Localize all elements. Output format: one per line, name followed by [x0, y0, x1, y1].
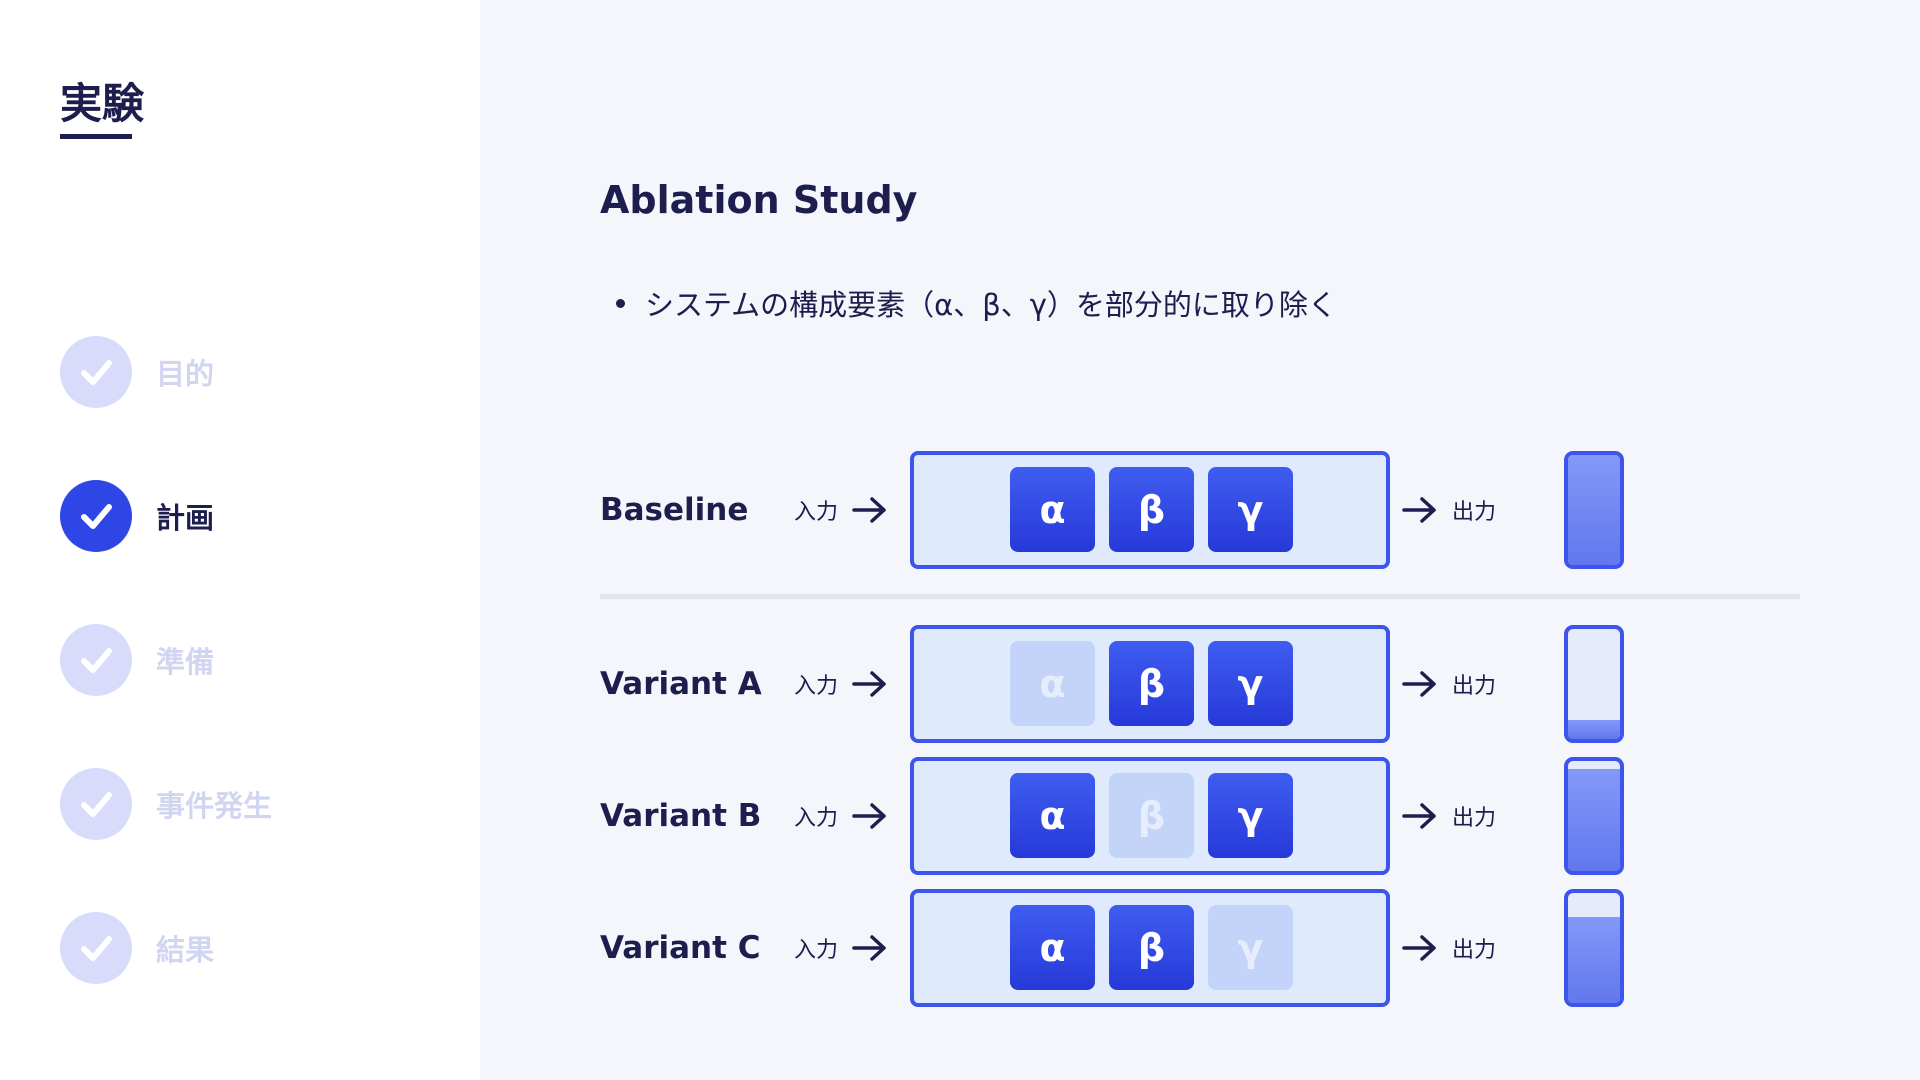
ablation-row-baseline: Baseline 入力 α β γ 出力 [480, 450, 1920, 570]
check-icon [81, 360, 112, 385]
system-box: α β γ [910, 757, 1390, 875]
output-gauge [1564, 889, 1624, 1007]
arrow-right-icon [852, 803, 886, 829]
step-circle [60, 336, 132, 408]
output-group: 出力 [1402, 624, 1496, 744]
row-label: Variant C [600, 930, 761, 966]
output-group: 出力 [1402, 450, 1496, 570]
output-label: 出力 [1452, 674, 1497, 699]
sidebar-title-underline [60, 134, 132, 139]
row-label: Baseline [600, 492, 749, 528]
input-label: 入力 [794, 938, 839, 963]
arrow-right-icon [1402, 935, 1436, 961]
row-label: Variant A [600, 666, 762, 702]
step-purpose[interactable]: 目的 [60, 336, 460, 408]
input-group: 入力 [794, 888, 888, 1008]
input-label: 入力 [794, 500, 839, 525]
input-group: 入力 [794, 624, 888, 744]
step-label: 目的 [156, 357, 215, 391]
ablation-row-variant-b: Variant B 入力 α β γ 出力 [480, 756, 1920, 876]
bullet-text: システムの構成要素（α、β、γ）を部分的に取り除く [645, 288, 1337, 322]
check-icon [81, 936, 112, 961]
module-beta: β [1109, 905, 1194, 990]
arrow-right-icon [852, 671, 886, 697]
output-group: 出力 [1402, 756, 1496, 876]
module-alpha: α [1010, 641, 1095, 726]
check-icon [81, 792, 112, 817]
arrow-right-icon [1402, 497, 1436, 523]
step-incident[interactable]: 事件発生 [60, 768, 460, 840]
output-label: 出力 [1452, 500, 1497, 525]
module-gamma: γ [1208, 467, 1293, 552]
system-box: α β γ [910, 451, 1390, 569]
arrow-right-icon [852, 935, 886, 961]
output-gauge-fill [1568, 455, 1620, 565]
step-result[interactable]: 結果 [60, 912, 460, 984]
sidebar: 実験 目的 計画 準備 事件発生 結果 [0, 0, 480, 1080]
step-label: 準備 [156, 645, 215, 679]
output-gauge-fill [1568, 917, 1620, 1003]
step-circle [60, 624, 132, 696]
row-label: Variant B [600, 798, 762, 834]
input-label: 入力 [794, 674, 839, 699]
sidebar-title: 実験 [60, 79, 145, 128]
module-gamma: γ [1208, 641, 1293, 726]
output-label: 出力 [1452, 938, 1497, 963]
output-gauge [1564, 451, 1624, 569]
step-circle [60, 480, 132, 552]
arrow-right-icon [852, 497, 886, 523]
arrow-right-icon [1402, 671, 1436, 697]
step-label: 結果 [156, 933, 215, 967]
check-icon [81, 504, 112, 529]
output-group: 出力 [1402, 888, 1496, 1008]
module-alpha: α [1010, 773, 1095, 858]
step-label: 計画 [156, 501, 215, 535]
page-title: Ablation Study [600, 178, 918, 222]
bullet-item: システムの構成要素（α、β、γ）を部分的に取り除く [616, 282, 1337, 324]
output-gauge-fill [1568, 768, 1620, 871]
module-beta: β [1109, 641, 1194, 726]
module-gamma: γ [1208, 773, 1293, 858]
input-group: 入力 [794, 756, 888, 876]
system-box: α β γ [910, 889, 1390, 1007]
ablation-row-variant-a: Variant A 入力 α β γ 出力 [480, 624, 1920, 744]
module-beta: β [1109, 773, 1194, 858]
module-beta: β [1109, 467, 1194, 552]
module-gamma: γ [1208, 905, 1293, 990]
step-plan[interactable]: 計画 [60, 480, 460, 552]
module-alpha: α [1010, 467, 1095, 552]
main-panel: Ablation Study システムの構成要素（α、β、γ）を部分的に取り除く… [480, 0, 1920, 1080]
system-box: α β γ [910, 625, 1390, 743]
arrow-right-icon [1402, 803, 1436, 829]
step-label: 事件発生 [156, 789, 273, 823]
output-gauge [1564, 757, 1624, 875]
output-gauge [1564, 625, 1624, 743]
input-group: 入力 [794, 450, 888, 570]
module-alpha: α [1010, 905, 1095, 990]
output-label: 出力 [1452, 806, 1497, 831]
step-preparation[interactable]: 準備 [60, 624, 460, 696]
bullet-dot [616, 298, 625, 308]
check-icon [81, 648, 112, 673]
separator [600, 594, 1800, 599]
output-gauge-fill [1568, 720, 1620, 739]
step-circle [60, 912, 132, 984]
ablation-row-variant-c: Variant C 入力 α β γ 出力 [480, 888, 1920, 1008]
step-circle [60, 768, 132, 840]
input-label: 入力 [794, 806, 839, 831]
